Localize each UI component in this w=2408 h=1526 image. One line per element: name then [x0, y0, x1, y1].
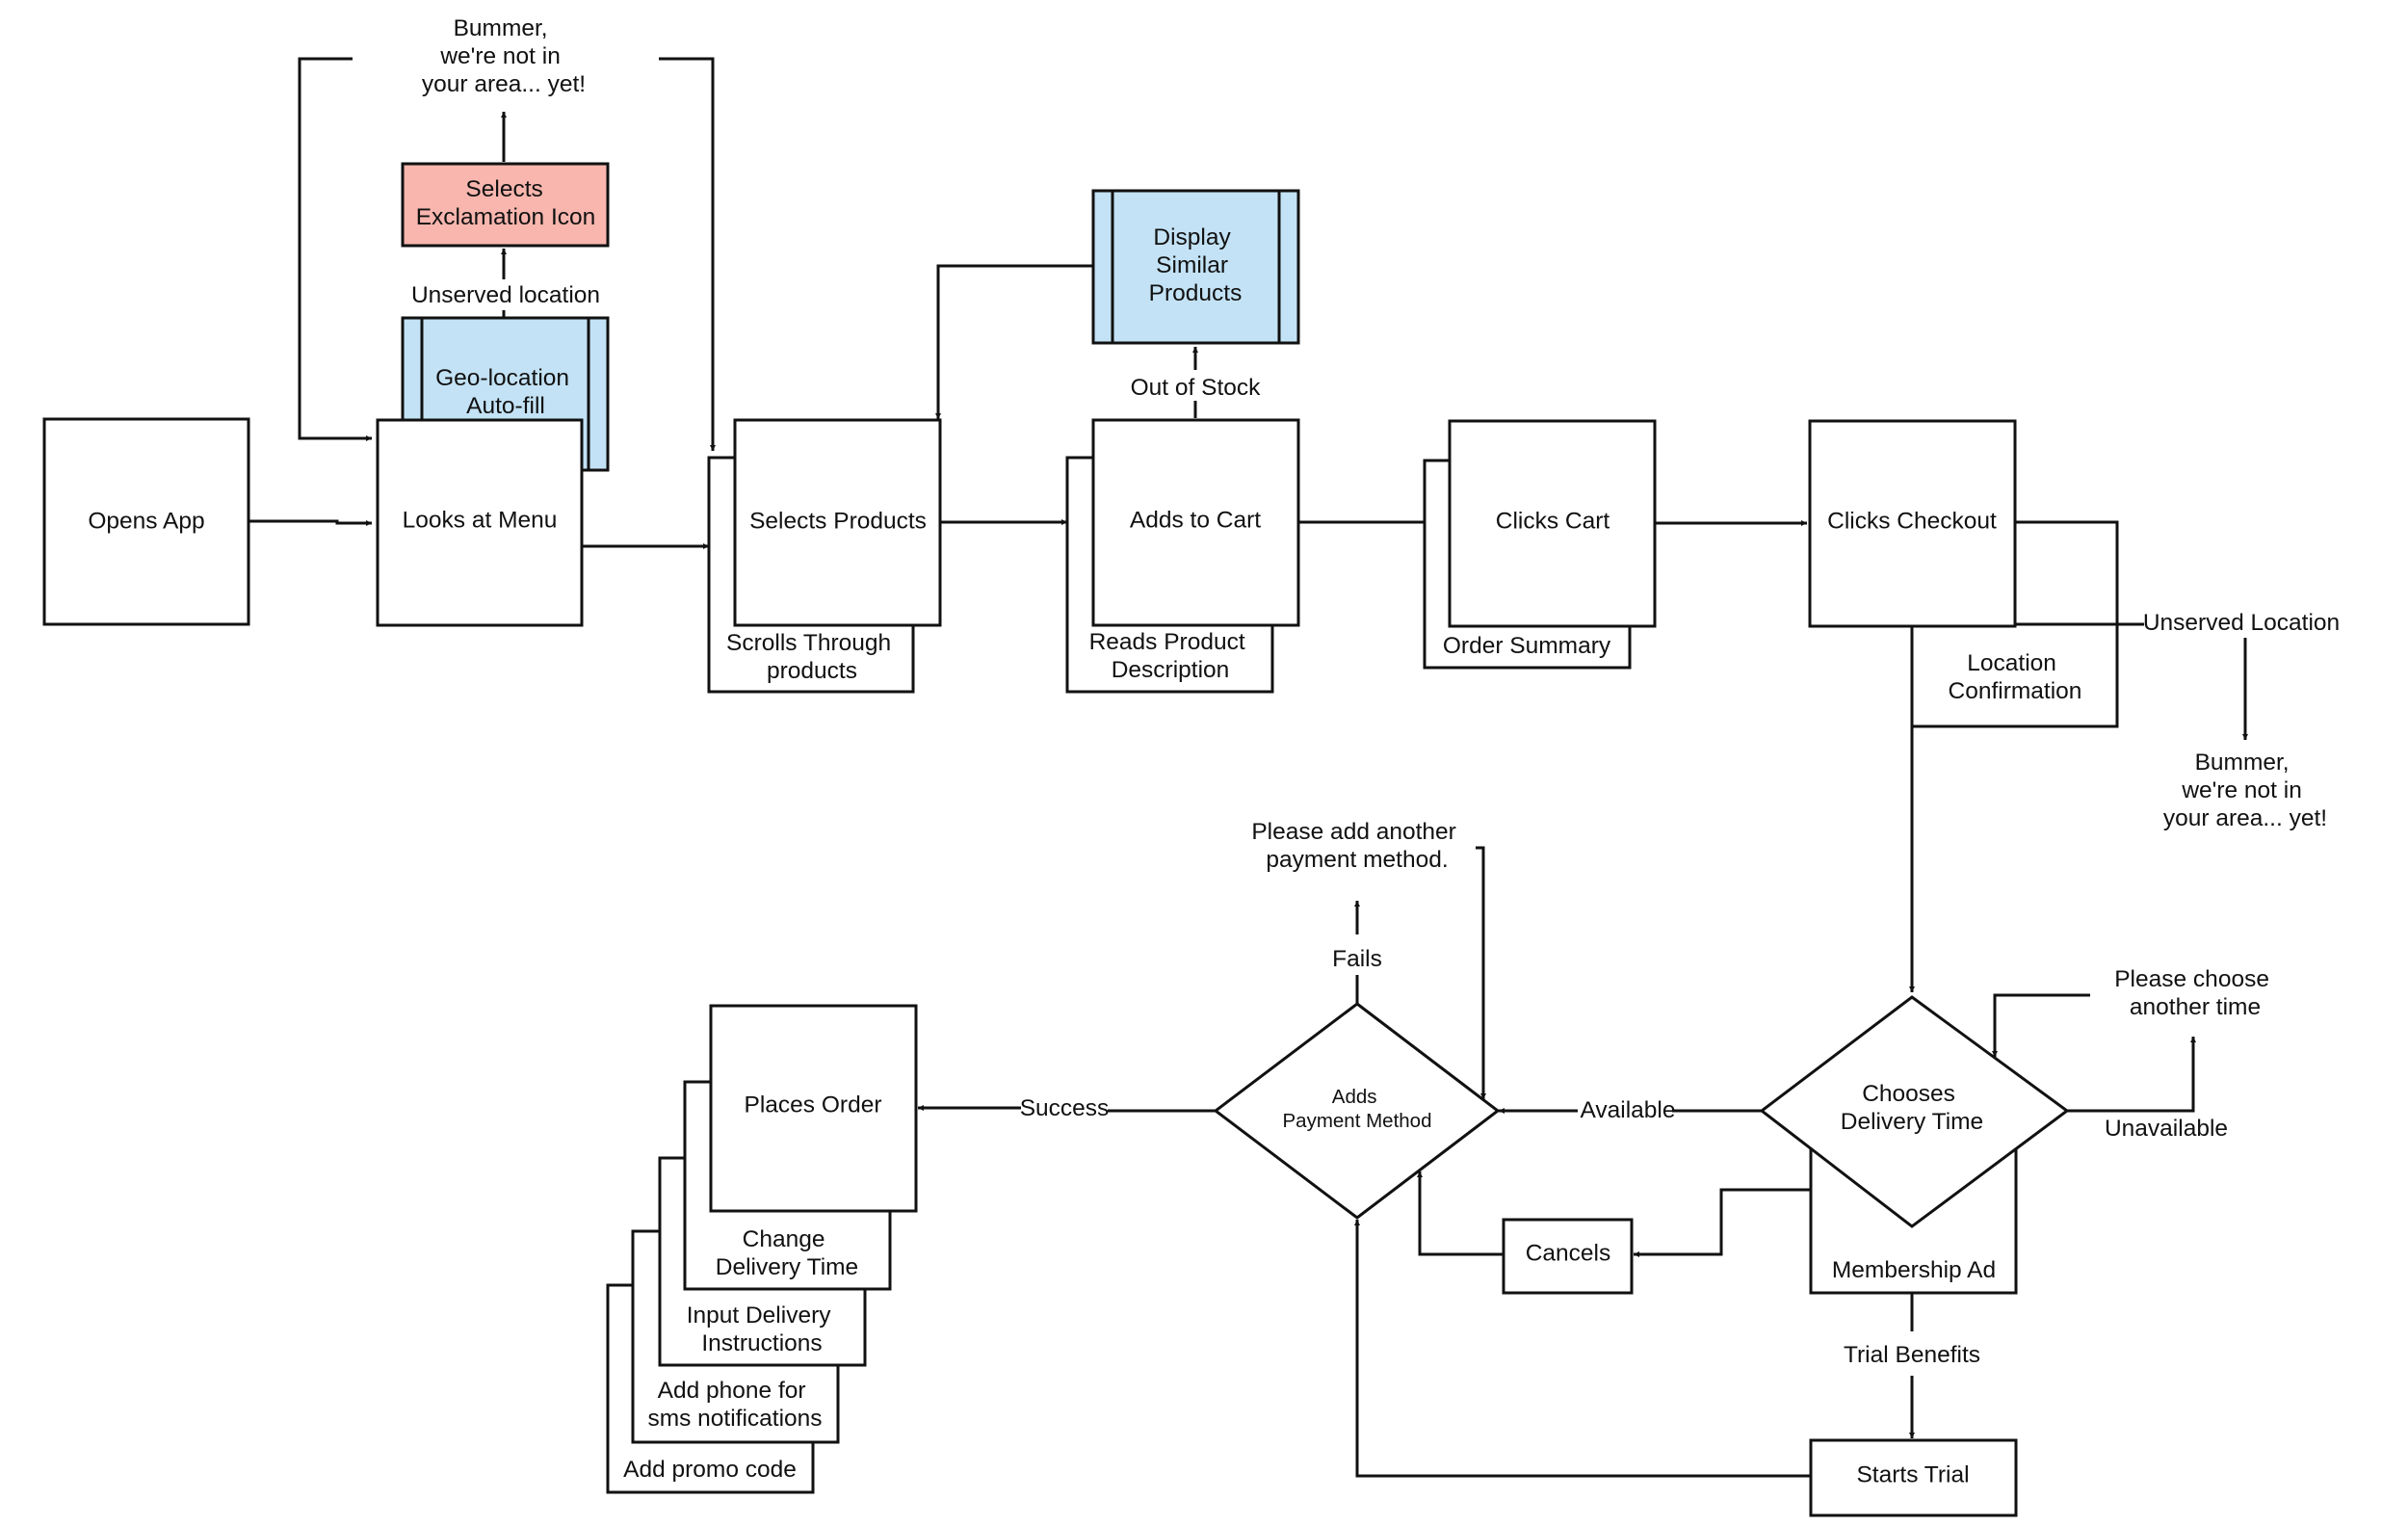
edge-bummer-to-menu — [298, 57, 372, 441]
label-out-of-stock: Out of Stock — [1127, 370, 1264, 401]
text-bummer-right: Bummer, we're not in your area... yet! — [2163, 750, 2327, 831]
text-please-add-payment: Please add another payment method. — [1251, 819, 1462, 873]
node-adds-payment-method: Adds Payment Method — [1213, 1002, 1501, 1220]
label-fails: Fails — [1332, 946, 1382, 972]
selects-products-label: Selects Products — [749, 508, 927, 534]
svg-text:Display Similar Pr: Display Similar Products — [1149, 224, 1243, 306]
looks-at-menu-label: Looks at Menu — [403, 507, 558, 533]
text-bummer-top: Bummer, we're not in your area... yet! — [422, 15, 586, 97]
opens-app-label: Opens App — [88, 508, 204, 534]
svg-text:Bummer, we're not in: Bummer, we're not in your area... yet! — [2163, 750, 2327, 831]
svg-text:Bummer, we're not in: Bummer, we're not in your area... yet! — [422, 15, 586, 97]
label-unserved-location-right: Unserved Location — [2143, 610, 2340, 636]
svg-text:Available: Available — [1581, 1097, 1676, 1123]
node-adds-to-cart: Adds to Cart — [1091, 418, 1300, 627]
label-unserved-location-top: Unserved location — [405, 279, 607, 310]
svg-text:Order Summary: Order Summary — [1443, 633, 1611, 659]
svg-text:Unserved Location: Unserved Location — [2143, 610, 2340, 636]
svg-text:Fails: Fails — [1332, 946, 1382, 972]
label-trial-benefits: Trial Benefits — [1844, 1342, 1980, 1368]
node-selects-exclamation-icon: Selects Exclamation Icon — [401, 162, 610, 248]
adds-to-cart-label: Adds to Cart — [1130, 507, 1261, 533]
svg-text:Please add another payme: Please add another payment method. — [1251, 819, 1462, 873]
starts-trial-label: Starts Trial — [1856, 1461, 1969, 1487]
edge-please-add-to-payment — [1476, 846, 1486, 1099]
svg-text:Please choose another ti: Please choose another time — [2114, 966, 2276, 1020]
edge-cancels-to-payment — [1417, 1171, 1503, 1256]
svg-text:Trial Benefits: Trial Benefits — [1844, 1342, 1980, 1368]
clicks-checkout-label: Clicks Checkout — [1827, 508, 1997, 534]
label-success: Success — [1020, 1095, 1110, 1121]
edge-delivery-unavailable — [2065, 1037, 2196, 1113]
edge-opens-to-menu — [249, 519, 372, 526]
node-starts-trial: Starts Trial — [1809, 1438, 2018, 1517]
connectors — [249, 57, 2248, 1478]
svg-text:Chooses Delivery Time: Chooses Delivery Time — [1841, 1081, 1983, 1135]
label-unavailable: Unavailable — [2105, 1116, 2228, 1142]
svg-text:Add phone for sms notifi: Add phone for sms notifications — [647, 1378, 822, 1432]
node-display-similar-products: Display Similar Products — [1091, 189, 1300, 345]
edge-delivery-to-cancels — [1634, 1188, 1811, 1257]
text-please-choose-time: Please choose another time — [2114, 966, 2276, 1020]
node-clicks-checkout: Clicks Checkout — [1808, 419, 2017, 628]
node-looks-at-menu: Looks at Menu — [376, 418, 584, 627]
node-chooses-delivery-time: Chooses Delivery Time — [1759, 995, 2070, 1228]
svg-text:Reads Product Descriptio: Reads Product Description — [1089, 629, 1252, 683]
svg-text:Add promo code: Add promo code — [623, 1457, 797, 1483]
svg-text:Change Delivery Time: Change Delivery Time — [716, 1226, 858, 1280]
node-opens-app: Opens App — [42, 417, 250, 626]
label-available: Available — [1580, 1096, 1675, 1127]
svg-text:Success: Success — [1020, 1095, 1110, 1121]
node-places-order: Places Order — [709, 1004, 918, 1213]
svg-text:Scrolls Through products: Scrolls Through products — [726, 630, 898, 684]
edge-checkout-to-unserved — [2014, 520, 2144, 626]
edge-similar-to-products — [935, 264, 1093, 419]
selects-exclamation-label: Selects Exclamation Icon — [416, 176, 596, 230]
node-clicks-cart: Clicks Cart — [1448, 419, 1657, 628]
svg-text:Unavailable: Unavailable — [2105, 1116, 2228, 1142]
svg-text:Unserved location: Unserved location — [411, 282, 600, 308]
geo-location-label: Geo-location Auto-fill — [435, 365, 576, 419]
node-cancels: Cancels — [1502, 1218, 1634, 1295]
svg-text:Location Confirmation: Location Confirmation — [1949, 650, 2082, 704]
svg-text:Out of Stock: Out of Stock — [1131, 375, 1262, 401]
cancels-label: Cancels — [1526, 1240, 1611, 1266]
edge-bummer-to-products — [659, 57, 716, 451]
svg-text:Adds Payment Method: Adds Payment Method — [1283, 1086, 1432, 1132]
clicks-cart-label: Clicks Cart — [1496, 508, 1610, 534]
node-selects-products: Selects Products — [733, 418, 942, 627]
node-location-confirmation: Location Confirmation — [1910, 622, 2119, 728]
edge-trial-to-payment — [1354, 1220, 1811, 1478]
edge-choose-another-to-delivery — [1992, 993, 2090, 1057]
svg-text:Input Delivery Instructi: Input Delivery Instructions — [687, 1302, 838, 1356]
svg-text:Membership Ad: Membership Ad — [1832, 1257, 1996, 1283]
places-order-label: Places Order — [745, 1092, 882, 1118]
